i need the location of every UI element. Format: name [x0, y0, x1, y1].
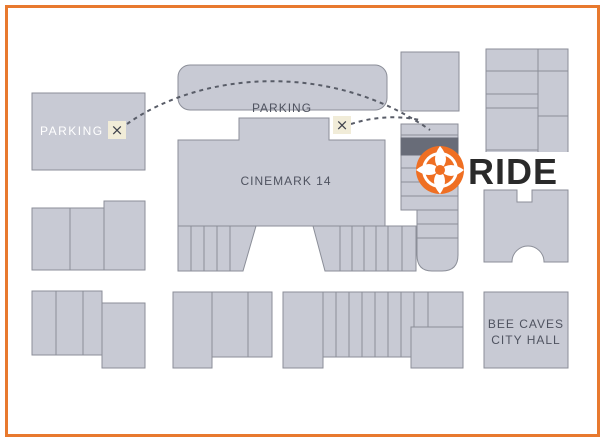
parking-structure-top — [177, 64, 388, 111]
building-top-square — [400, 51, 460, 112]
city-hall-label-line2: CITY HALL — [491, 333, 560, 347]
cinemark-left-wing — [177, 225, 257, 272]
buildings-left-middle — [31, 200, 146, 271]
city-hall-building — [483, 291, 569, 369]
ride-logo-text: RIDE — [468, 151, 558, 192]
ride-logo[interactable]: RIDE — [416, 146, 578, 194]
building-u-shape — [483, 189, 569, 263]
parking-left-label: PARKING — [40, 124, 104, 138]
parking-lot-left — [31, 92, 146, 171]
swirl-logo-icon — [416, 146, 464, 194]
buildings-strip-bottom — [282, 291, 464, 369]
city-hall-label-line1: BEE CAVES — [488, 317, 564, 331]
close-icon: × — [336, 116, 349, 134]
buildings-left-bottom — [31, 290, 146, 369]
parking-center-label: PARKING — [252, 101, 312, 115]
buildings-center-bottom — [172, 291, 273, 369]
route-left — [126, 80, 431, 131]
route-center — [350, 116, 421, 125]
cinemark-right-wing — [312, 225, 417, 272]
close-icon: × — [111, 121, 124, 139]
cinemark-label: CINEMARK 14 — [240, 174, 331, 188]
parking-left-marker[interactable]: × — [108, 121, 126, 139]
parking-center-marker[interactable]: × — [333, 116, 351, 134]
cinemark-building — [177, 117, 386, 227]
